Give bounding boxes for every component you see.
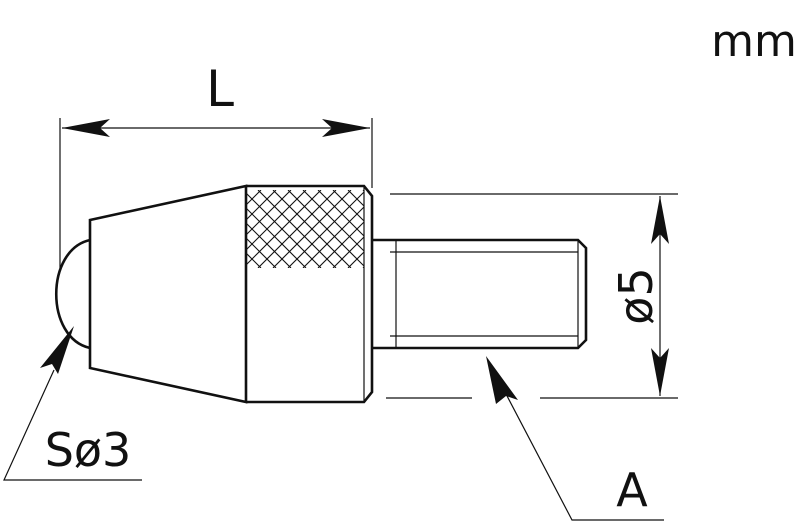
arrow-left [62,119,110,137]
knurl-line [408,190,486,268]
threaded-shank [372,238,588,350]
knurl-line [302,206,364,268]
dimension-diameter: ø5 [386,193,678,399]
leader-line-thread [505,393,664,521]
unit-label: mm [711,16,797,67]
knurl-line [393,190,471,268]
knurl-line [246,190,322,266]
arrow-right [322,119,370,137]
length-label: L [206,60,234,118]
knurl-line [378,190,456,268]
knurl-line [246,252,262,268]
diameter-label: ø5 [609,267,663,324]
knurl-line [257,190,337,268]
arrow-up [651,196,669,244]
knurl-line [287,191,364,268]
arrow-thread [486,356,518,404]
leader-thread: A [486,356,664,521]
knurl-line [408,190,486,268]
knurl-line [438,190,516,268]
knurl-line [246,190,262,206]
knurl-line [246,237,277,268]
knurl-line [332,236,364,268]
knurl-line [423,190,501,268]
ball-label: Sø3 [45,423,132,477]
knurl-line [438,190,516,268]
knurled-cylinder [246,184,374,404]
knurl-line [362,190,364,192]
knurl-line [362,266,364,268]
knurl-line [347,251,364,268]
knurl-line [272,190,352,268]
knurl-line [246,190,277,221]
leader-ball: Sø3 [3,326,142,481]
tapered-cone [88,184,248,404]
probe-body [88,184,374,404]
arrow-ball [40,326,74,374]
knurl-line [246,190,292,236]
ball-tip [54,238,91,350]
knurl-line [317,221,364,268]
dimension-length: L [59,60,373,268]
knurl-line [393,190,471,268]
knurl-pattern [246,190,516,268]
arrow-down [651,348,669,396]
knurl-line [332,190,364,222]
knurl-line [246,190,307,251]
knurl-line [423,190,501,268]
thread-label: A [616,463,648,517]
knurl-line [347,190,364,207]
leader-line-ball [3,369,142,481]
knurl-line [378,190,456,268]
shank-outline [372,238,588,350]
